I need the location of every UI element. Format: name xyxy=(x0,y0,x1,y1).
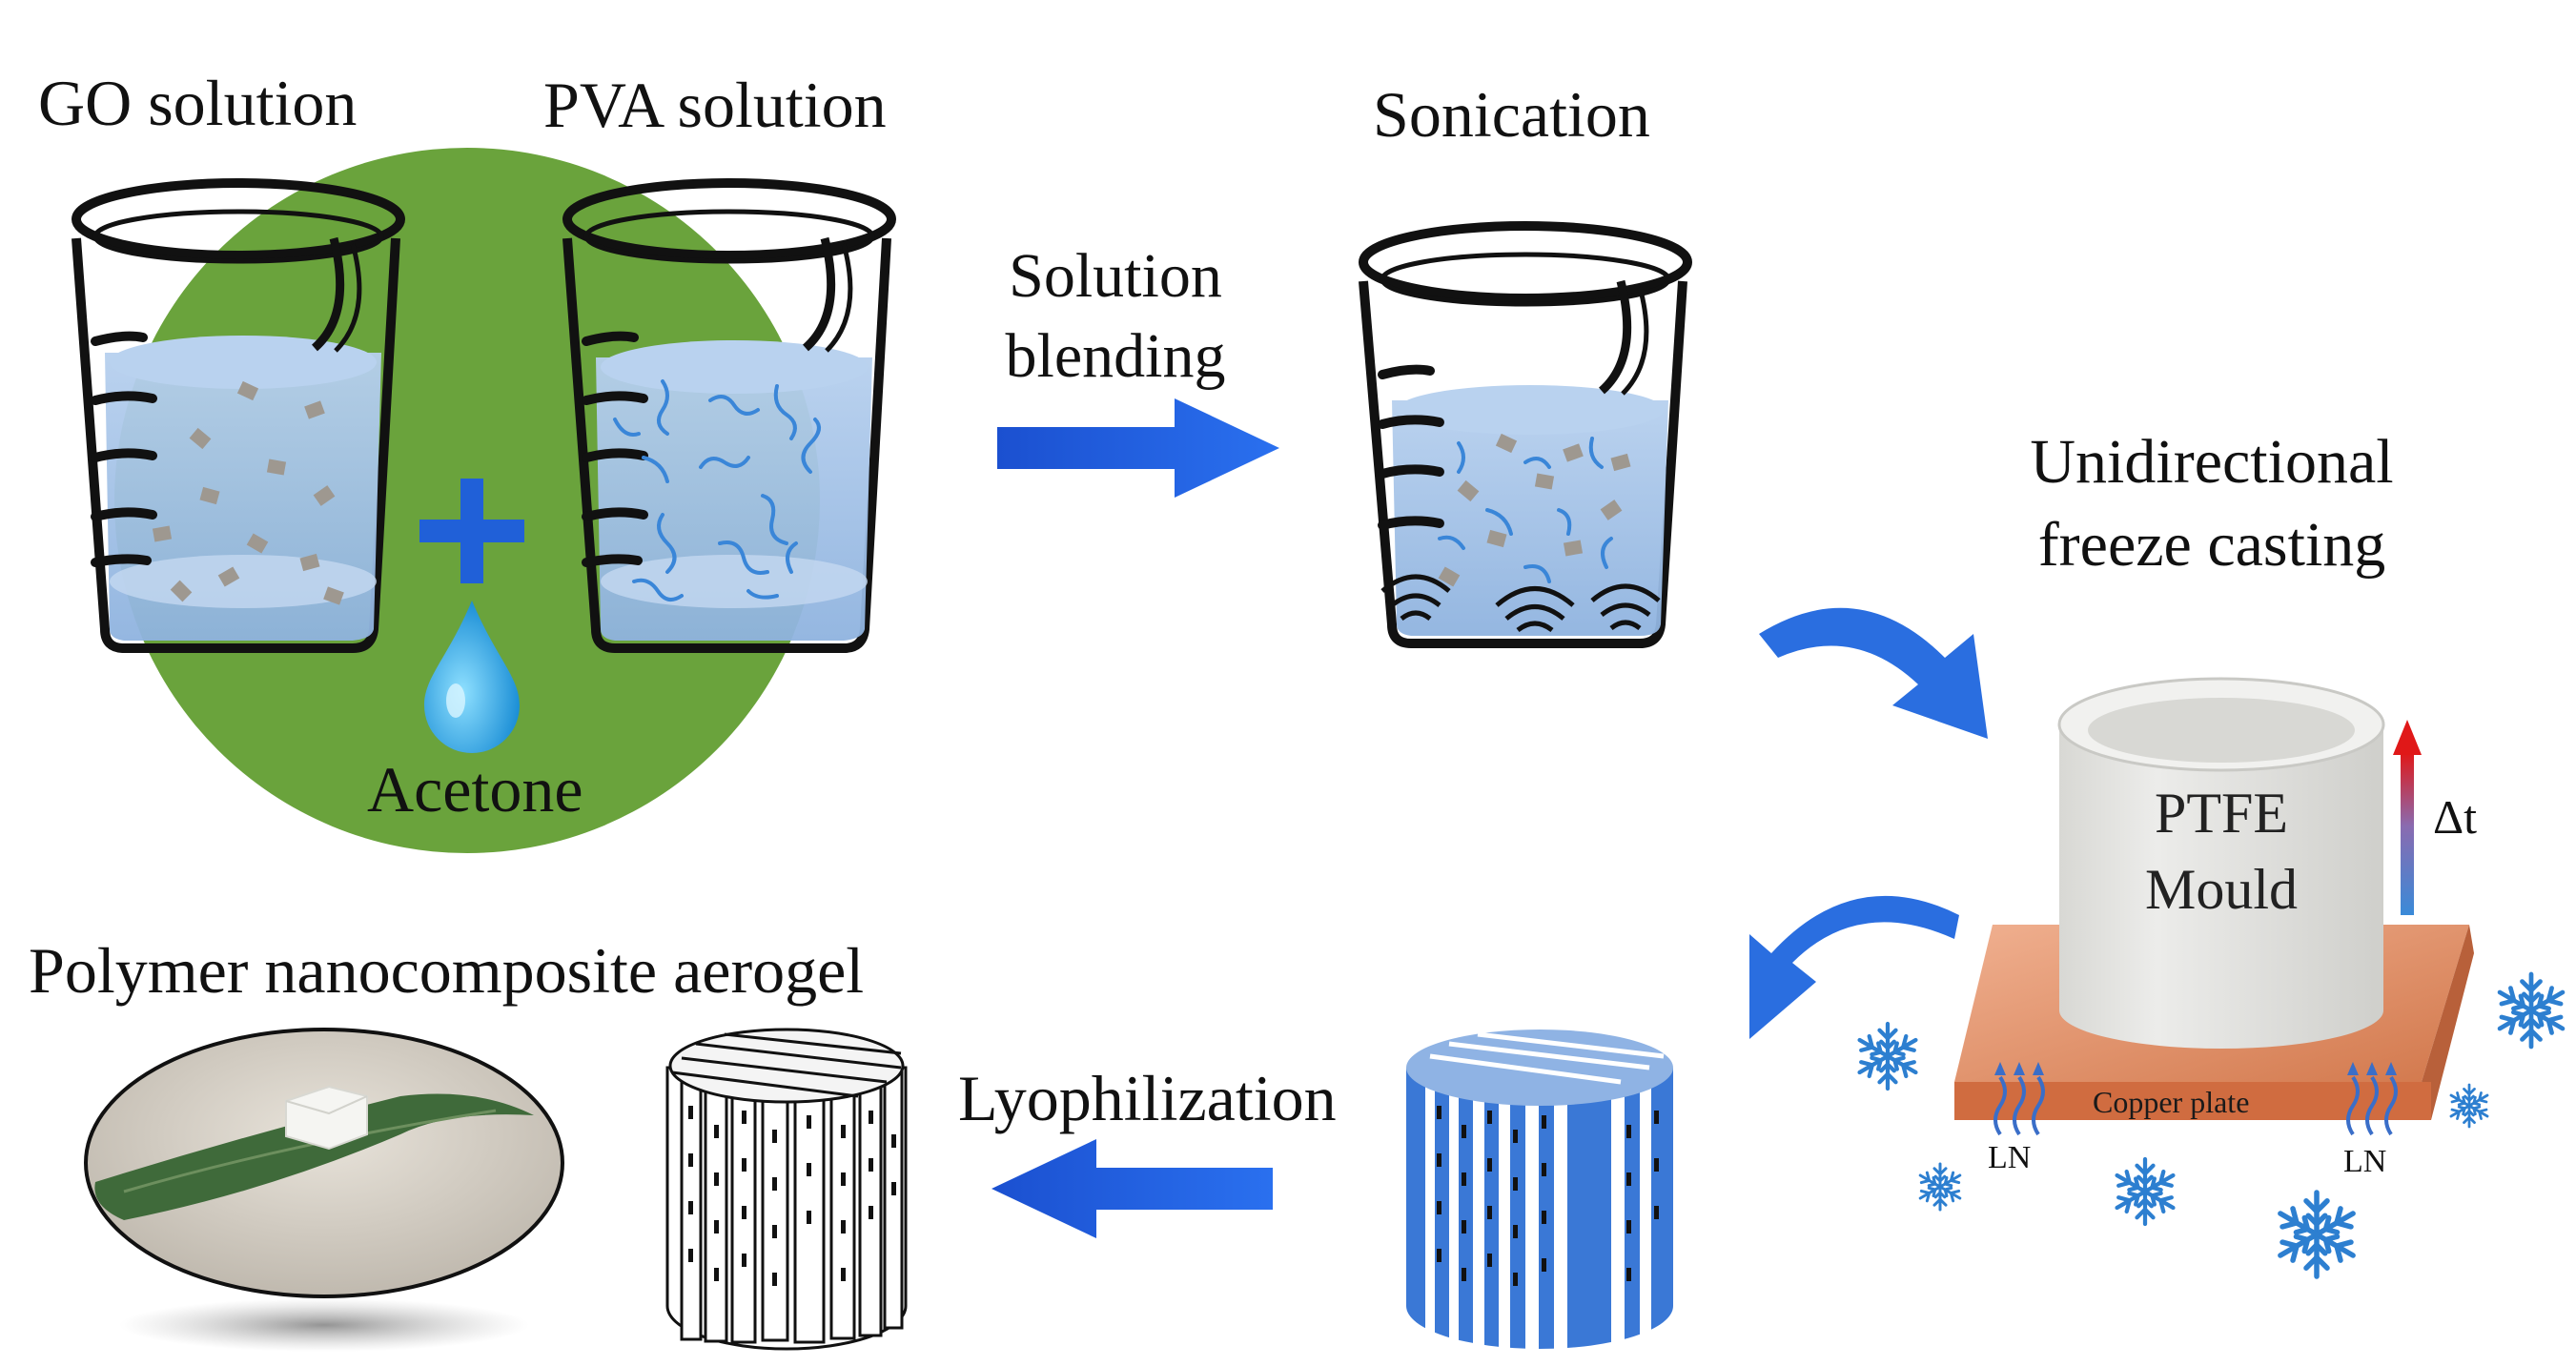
solution-blending-label-line1: Solution xyxy=(1009,241,1222,311)
beaker-icon xyxy=(72,178,405,653)
frozen-sample-cylinder xyxy=(1406,1030,1673,1354)
curved-arrow-icon xyxy=(1759,607,1988,739)
droplet-icon xyxy=(424,601,520,753)
acetone-label: Acetone xyxy=(367,753,583,826)
aerogel-photo xyxy=(84,1028,564,1352)
temperature-gradient-arrow xyxy=(2393,720,2422,915)
aerogel-cylinder xyxy=(665,1028,908,1351)
ptfe-mould xyxy=(2057,677,2385,1049)
solution-blending-label-line2: blending xyxy=(1005,321,1226,391)
ln-left-label: LN xyxy=(1988,1140,2032,1175)
sonication-label: Sonication xyxy=(1373,78,1650,151)
delta-t-label: Δt xyxy=(2433,790,2478,844)
freeze-casting-label-line1: Unidirectional xyxy=(2030,427,2394,497)
plus-icon xyxy=(419,479,524,583)
beaker-icon xyxy=(562,178,896,653)
left-arrow-icon xyxy=(992,1139,1273,1238)
copper-plate-label: Copper plate xyxy=(2093,1085,2250,1119)
ultrasound-wave-icon xyxy=(1380,574,1661,633)
aerogel-label: Polymer nanocomposite aerogel xyxy=(29,934,865,1007)
beaker-icon xyxy=(1359,221,1692,648)
curved-arrow-icon xyxy=(1749,895,1959,1039)
freeze-casting-label-line2: freeze casting xyxy=(2037,510,2386,580)
liquid-nitrogen-arrows xyxy=(1993,1075,2398,1136)
pva-solution-label: PVA solution xyxy=(543,69,887,141)
ln-right-label: LN xyxy=(2343,1144,2387,1179)
right-arrow-icon xyxy=(997,398,1279,498)
mould-label-line2: Mould xyxy=(2144,858,2299,921)
mould-label-line1: PTFE xyxy=(2154,782,2289,845)
lyophilization-label: Lyophilization xyxy=(958,1062,1337,1134)
go-solution-label: GO solution xyxy=(38,67,358,139)
